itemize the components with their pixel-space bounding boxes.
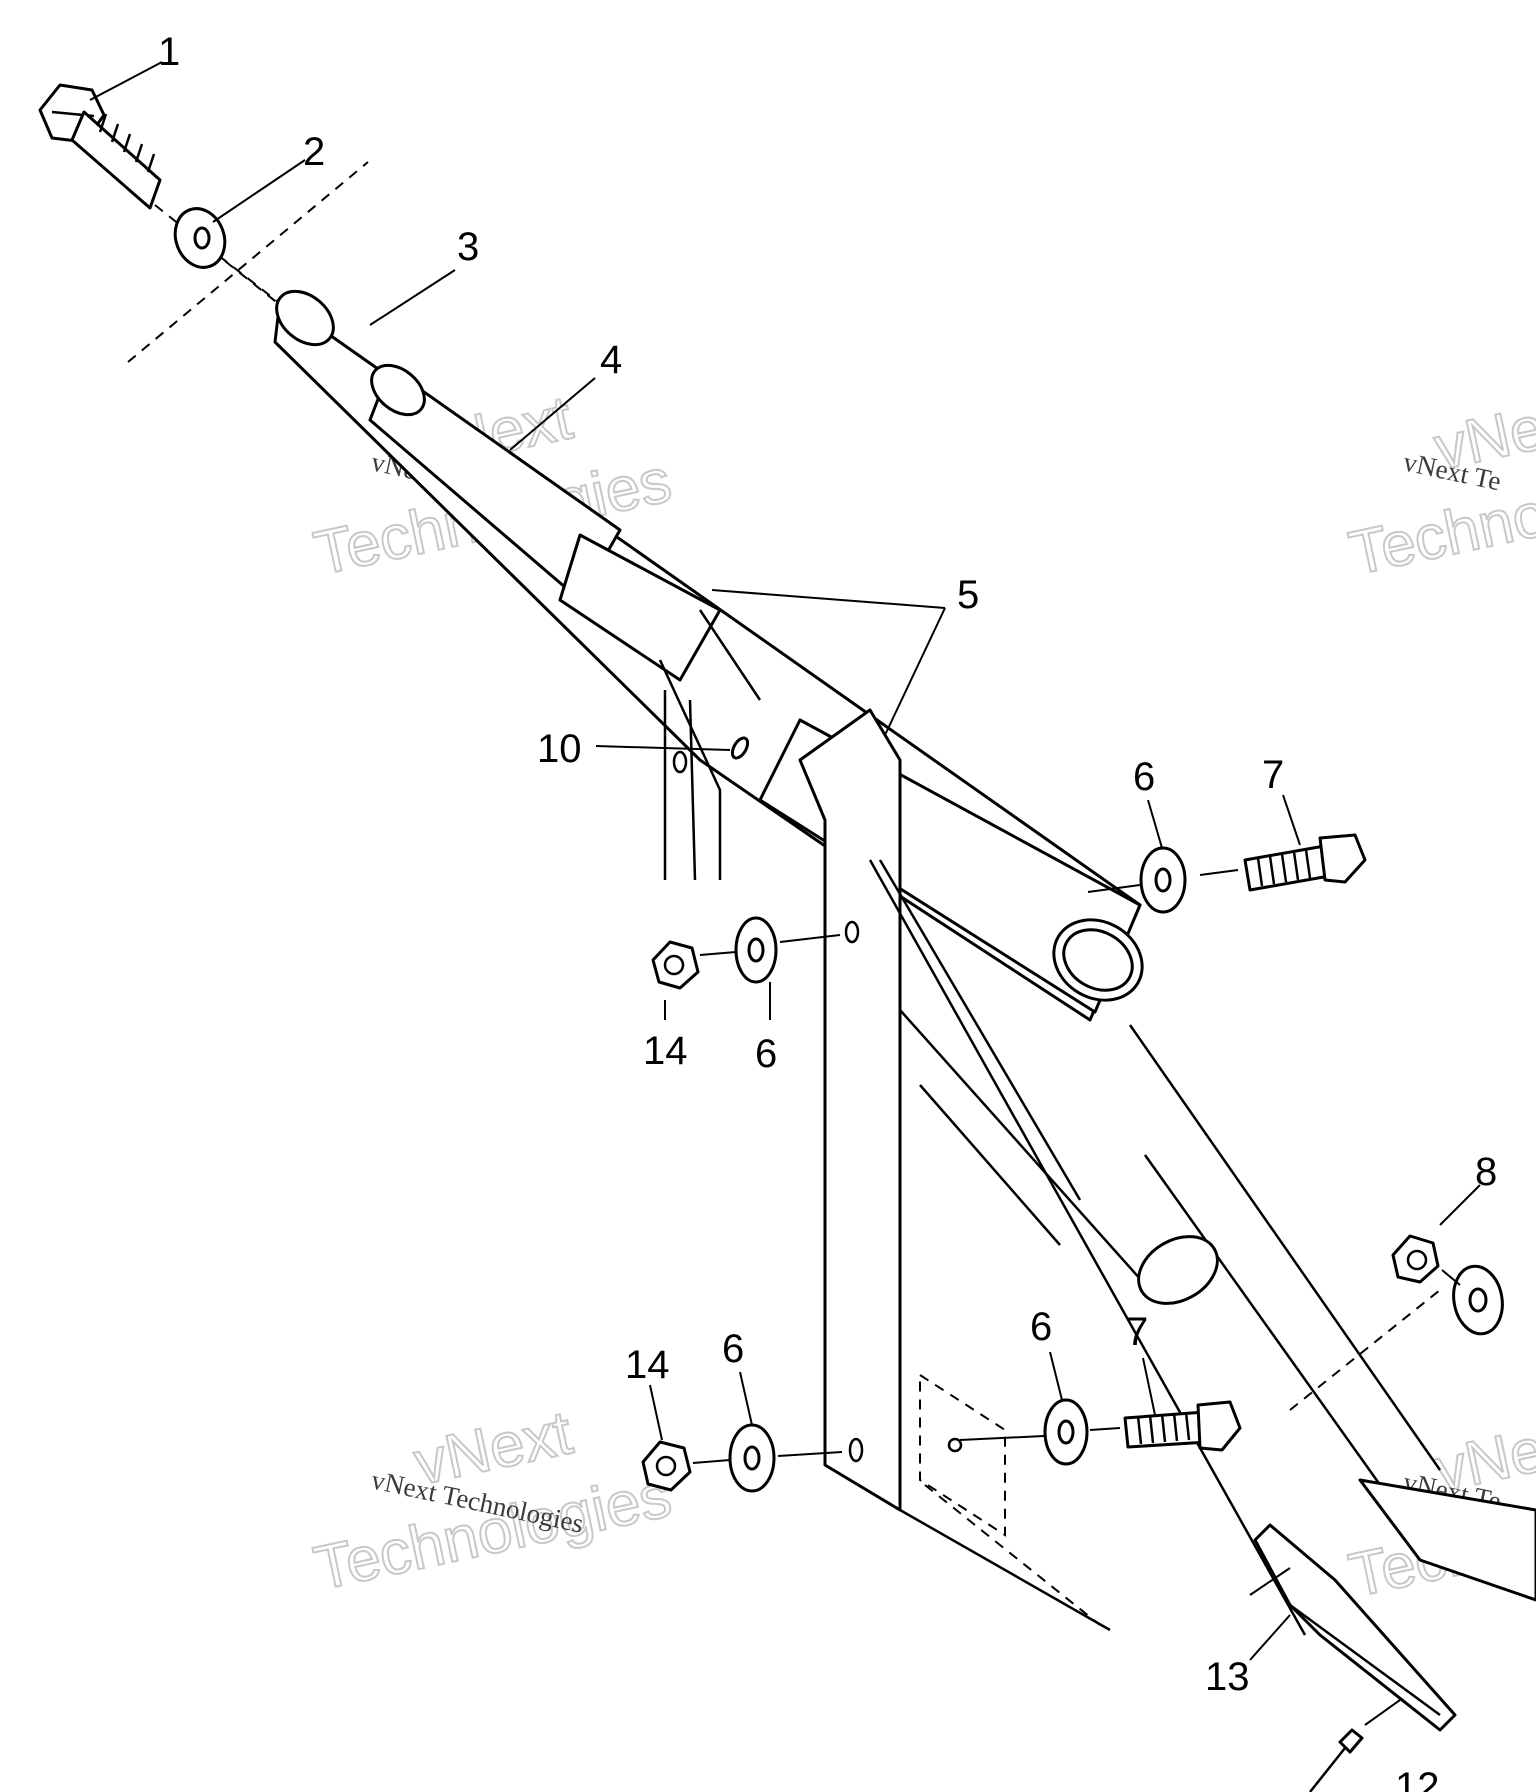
washer-6-lower-left [728,1423,776,1493]
callout-4: 4 [600,338,622,382]
axis-line-7-upper-2 [1199,869,1239,876]
callout-labels: 1 2 3 4 5 10 6 7 14 6 8 14 6 6 7 13 12 [158,30,1497,1792]
callout-14-lower: 14 [625,1343,670,1387]
callout-5: 5 [957,573,979,617]
callout-12: 12 [1395,1765,1440,1792]
axis-line-14-upper [699,951,737,956]
bolt-7-lower [1123,1400,1242,1452]
callout-10: 10 [537,727,582,771]
callout-7-upper: 7 [1262,753,1284,797]
callout-13: 13 [1205,1655,1250,1699]
nut-14-upper [651,940,700,990]
callout-8: 8 [1475,1150,1497,1194]
nut-8 [1391,1234,1440,1284]
bolt-7-upper [1243,833,1367,892]
callout-2: 2 [303,130,325,174]
dash-lower-right-2 [1289,1289,1441,1411]
watermark: vNext Technologies vNext Technologies vN… [308,382,1536,1611]
axis-line-7-lower-2 [1089,1427,1121,1431]
watermark-big-right-upper-2: Techno [1344,480,1536,589]
axis-line-13 [1249,1567,1291,1596]
hole-10 [672,750,688,774]
washer-6-lower-right [1043,1398,1089,1466]
plate-13 [1253,1523,1457,1732]
axis-line-14-upper-2 [779,934,841,943]
callout-6-lower-right: 6 [1030,1305,1052,1349]
hole-lower [848,1437,864,1463]
dash-lower-right [924,1484,1101,1626]
washer-6-right [1452,1264,1504,1336]
washer-part-2 [173,207,227,269]
axis-line-12 [1364,1699,1401,1726]
washer-6-upper-left [734,916,778,984]
axis-line-7-lower [959,1435,1045,1441]
dash-axis-2 [204,244,283,306]
washer-6-upper-right [1139,846,1187,914]
axis-line-14-lower [692,1459,731,1464]
axis-line-7-upper [1087,884,1141,893]
callout-3: 3 [457,225,479,269]
callout-6-upper-left: 6 [755,1032,777,1076]
hardware [641,736,1504,1792]
hole-upper [844,920,860,944]
callout-7-lower: 7 [1126,1310,1148,1354]
axis-line-8 [1441,1269,1461,1286]
upper-tube [273,289,1144,1022]
frame-plates [658,609,1536,1636]
callout-14-upper: 14 [643,1029,688,1073]
dashed-bracket-plate [919,1373,1006,1537]
nut-14-lower [641,1440,692,1492]
bolt-part-1 [38,83,162,210]
dash-line-upper [127,161,369,363]
bolt-12 [1309,1728,1364,1792]
axis-line-14-lower-2 [777,1451,843,1457]
leader-lines [89,61,1481,1661]
callout-1: 1 [158,30,180,74]
clip-10 [730,736,750,760]
callout-6-upper-right: 6 [1133,755,1155,799]
callout-6-lower-left: 6 [722,1327,744,1371]
